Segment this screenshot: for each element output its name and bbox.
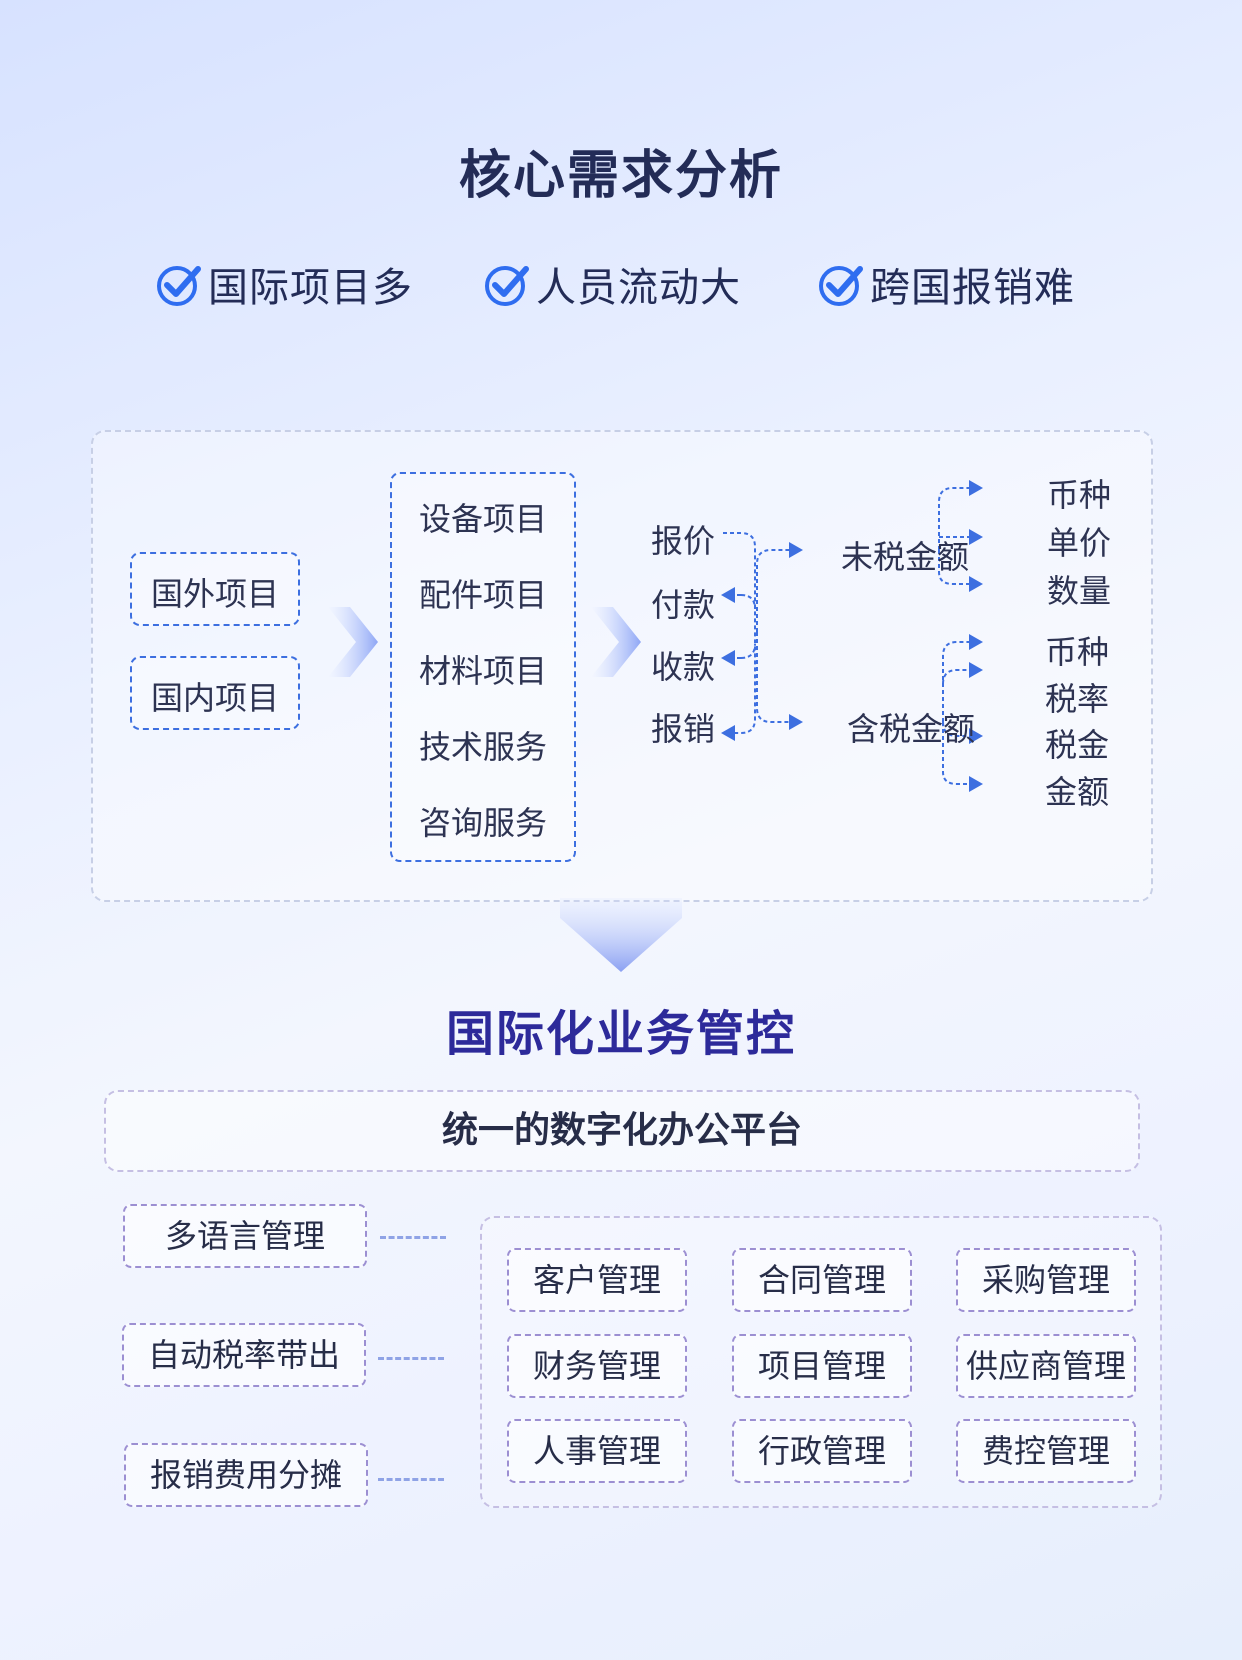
check-circle-icon (485, 266, 529, 306)
with-tax-item: 税率 (1045, 680, 1110, 718)
project-type-label: 咨询服务 (418, 804, 547, 842)
pre-tax-item: 单价 (1047, 524, 1112, 562)
feature-box: 多语言管理 (123, 1204, 367, 1268)
pre-tax-label: 未税金额 (841, 538, 970, 576)
action-label: 收款 (651, 648, 716, 686)
pre-tax-item: 数量 (1047, 572, 1112, 610)
module-grid: 客户管理 合同管理 采购管理 财务管理 项目管理 供应商管理 人事管理 行政管理… (480, 1216, 1162, 1508)
source-label: 国外项目 (150, 575, 279, 613)
platform-bar: 统一的数字化办公平台 (104, 1090, 1140, 1172)
module-box: 行政管理 (732, 1419, 912, 1483)
module-box: 人事管理 (507, 1419, 687, 1483)
connector-line (378, 1478, 444, 1481)
module-box: 项目管理 (732, 1334, 912, 1398)
need-label: 跨国报销难 (870, 265, 1075, 311)
with-tax-item: 金额 (1045, 773, 1110, 811)
need-item: 人员流动大 (484, 255, 741, 313)
action-label: 付款 (651, 586, 716, 624)
feature-box: 报销费用分摊 (124, 1443, 368, 1507)
project-type-label: 配件项目 (418, 576, 547, 614)
connector-line (378, 1357, 444, 1360)
section-subtitle: 国际化业务管控 (445, 1006, 796, 1062)
need-item: 国际项目多 (156, 255, 413, 313)
action-label: 报价 (651, 522, 716, 560)
connector-line (380, 1236, 446, 1239)
project-type-label: 设备项目 (418, 500, 547, 538)
need-label: 人员流动大 (536, 265, 741, 311)
with-tax-item: 税金 (1045, 726, 1110, 764)
needs-row: 国际项目多 人员流动大 跨国报销难 (0, 255, 1242, 315)
module-box: 供应商管理 (956, 1334, 1136, 1398)
need-label: 国际项目多 (208, 265, 413, 311)
source-box: 国内项目 (130, 656, 300, 730)
page-title: 核心需求分析 (458, 146, 783, 206)
chevron-right-icon (591, 607, 641, 677)
project-type-label: 材料项目 (418, 652, 547, 690)
with-tax-item: 币种 (1045, 633, 1110, 671)
source-label: 国内项目 (150, 679, 279, 717)
with-tax-label: 含税金额 (847, 710, 976, 748)
need-item: 跨国报销难 (818, 255, 1075, 313)
flow-connectors (721, 480, 983, 792)
flow-panel: 国外项目 国内项目 设备项目 配件项目 材料项目 技术服务 咨询服务 报价 付款… (91, 430, 1153, 902)
module-box: 财务管理 (507, 1334, 687, 1398)
project-type-box: 设备项目 配件项目 材料项目 技术服务 咨询服务 (390, 472, 576, 862)
module-box: 合同管理 (732, 1248, 912, 1312)
check-circle-icon (157, 266, 201, 306)
feature-box: 自动税率带出 (122, 1323, 366, 1387)
source-box: 国外项目 (130, 552, 300, 626)
module-box: 客户管理 (507, 1248, 687, 1312)
module-box: 费控管理 (956, 1419, 1136, 1483)
pre-tax-item: 币种 (1047, 476, 1112, 514)
arrow-down-icon (560, 898, 682, 972)
project-type-label: 技术服务 (418, 728, 547, 766)
module-box: 采购管理 (956, 1248, 1136, 1312)
chevron-right-icon (328, 607, 378, 677)
check-circle-icon (819, 266, 863, 306)
action-label: 报销 (651, 710, 716, 748)
